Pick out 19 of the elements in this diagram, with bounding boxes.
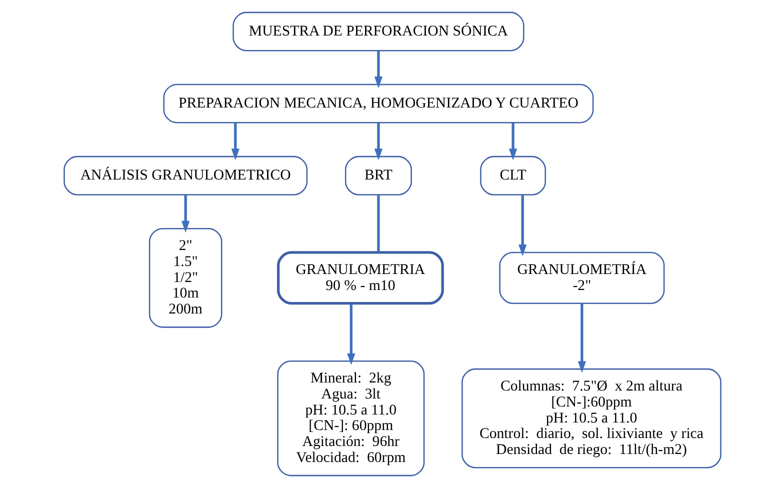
node-box: ANÁLISIS GRANULOMETRICO	[63, 156, 308, 196]
node-box: CLT	[480, 156, 546, 196]
node-box: BRT	[344, 156, 412, 196]
node-box: GRANULOMETRÍA -2"	[498, 252, 664, 304]
node-box: Columnas: 7.5"Ø x 2m altura [CN-]:60ppm pH: 10.5 a 11.0 Control: diario, sol. lixiviante y rica Densidad de riego: 11lt/(h-m2)	[461, 368, 721, 468]
arrow	[346, 304, 355, 366]
node-box: 2" 1.5" 1/2" 10m 200m	[148, 228, 222, 328]
arrow	[180, 194, 190, 233]
arrow	[374, 122, 382, 160]
node-box: PREPARACION MECANICA, HOMOGENIZADO Y CUARTEO	[162, 84, 594, 124]
node-box: GRANULOMETRIA 90 % - m10	[276, 251, 444, 305]
arrow	[508, 122, 517, 160]
node-box: Mineral: 2kg Agua: 3lt pH: 10.5 a 11.0 [CN-]: 60ppm Agitación: 96hr Velocidad: 60rpm	[276, 360, 424, 476]
arrow	[374, 50, 382, 88]
node-box: MUESTRA DE PERFORACION SÓNICA	[232, 12, 524, 52]
arrow	[230, 122, 239, 160]
arrow	[577, 304, 586, 373]
arrow	[518, 194, 526, 256]
connector	[376, 194, 380, 252]
